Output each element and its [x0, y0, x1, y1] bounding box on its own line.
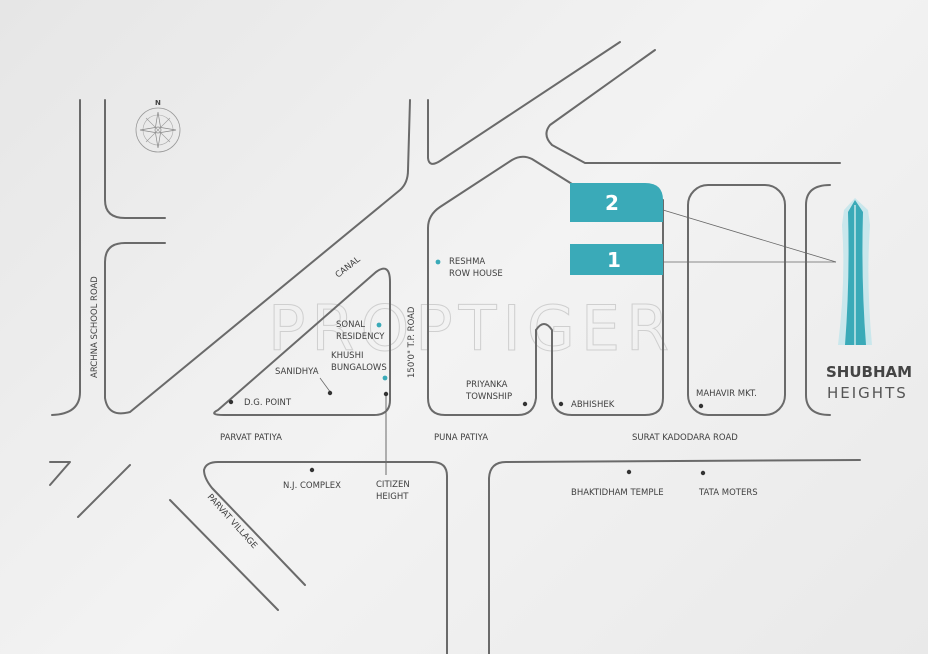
label-puna-patiya: PUNA PATIYA — [434, 433, 488, 443]
citizen-marker[interactable] — [383, 391, 389, 397]
tower-2-connector — [662, 209, 837, 263]
abhishek-marker[interactable] — [558, 401, 564, 407]
road-right-block — [805, 184, 831, 416]
priyanka-marker[interactable] — [522, 401, 528, 407]
road-mahavir-block — [687, 184, 786, 416]
road-south-left — [203, 461, 448, 654]
tower-2-marker[interactable] — [570, 183, 663, 222]
label-sonal-2: RESIDENCY — [336, 332, 385, 342]
label-priyanka-2: TOWNSHIP — [465, 392, 512, 402]
watermark: PROPTIGER — [268, 292, 675, 365]
bhaktidham-marker[interactable] — [626, 469, 632, 475]
road-abhishek-block — [535, 199, 664, 416]
tata-marker[interactable] — [700, 470, 706, 476]
road-parvat-village-right — [169, 499, 279, 611]
project-name-line2: HEIGHTS — [827, 384, 908, 402]
label-citizen: CITIZEN — [376, 480, 410, 490]
dg-point-marker[interactable] — [228, 399, 234, 405]
road-archna-left — [51, 99, 81, 416]
label-parvat-village: PARVAT VILLAGE — [205, 492, 259, 551]
khushi-marker[interactable] — [382, 375, 388, 381]
landmarks: RESHMA ROW HOUSE SONAL RESIDENCY KHUSHI … — [228, 257, 758, 502]
tower-1-label: 1 — [607, 248, 621, 272]
road-diagonal-right — [545, 49, 841, 164]
label-parvat-patiya: PARVAT PATIYA — [220, 433, 282, 443]
reshma-marker[interactable] — [435, 259, 441, 265]
label-tp-road: 150'0" T.P. ROAD — [407, 306, 417, 378]
compass-rose: N — [135, 99, 181, 153]
label-sanidhya: SANIDHYA — [275, 367, 319, 377]
label-citizen-2: HEIGHT — [376, 492, 409, 502]
label-dg-point: D.G. POINT — [244, 398, 292, 408]
label-archna-school-road: ARCHNA SCHOOL ROAD — [90, 276, 100, 378]
road-south-right — [488, 459, 861, 654]
tower-markers: 2 1 — [570, 183, 837, 275]
compass-north-label: N — [155, 99, 161, 107]
label-khushi: KHUSHI — [331, 351, 363, 361]
project-logo: SHUBHAM HEIGHTS — [826, 198, 912, 402]
road-parvat-village-left — [77, 464, 131, 518]
label-reshma: RESHMA — [449, 257, 485, 267]
label-reshma-2: ROW HOUSE — [449, 269, 503, 279]
nj-complex-marker[interactable] — [309, 467, 315, 473]
label-mahavir: MAHAVIR MKT. — [696, 389, 757, 399]
road-canal-block — [104, 99, 411, 415]
project-name-line1: SHUBHAM — [826, 363, 912, 381]
sanidhya-pointer — [319, 377, 332, 394]
road-archna-right-top — [104, 99, 166, 219]
label-sonal: SONAL — [336, 320, 365, 330]
tower-2-label: 2 — [605, 191, 619, 215]
sonal-marker[interactable] — [376, 322, 382, 328]
label-nj-complex: N.J. COMPLEX — [283, 481, 341, 491]
label-canal: CANAL — [334, 255, 363, 281]
label-surat-kadodara-road: SURAT KADODARA ROAD — [632, 433, 738, 443]
sanidhya-marker[interactable] — [327, 390, 333, 396]
road-priyanka-block — [427, 155, 573, 416]
label-abhishek: ABHISHEK — [571, 400, 615, 410]
road-triangle — [213, 267, 391, 416]
road-diagonal-left — [427, 41, 621, 165]
label-khushi-2: BUNGALOWS — [331, 363, 387, 373]
label-tata: TATA MOTERS — [698, 488, 758, 498]
mahavir-marker[interactable] — [698, 403, 704, 409]
label-bhaktidham: BHAKTIDHAM TEMPLE — [571, 488, 664, 498]
road-left-wedge — [49, 461, 71, 486]
tower-1-marker[interactable] — [570, 244, 663, 275]
roads — [49, 41, 861, 654]
label-priyanka: PRIYANKA — [466, 380, 508, 390]
